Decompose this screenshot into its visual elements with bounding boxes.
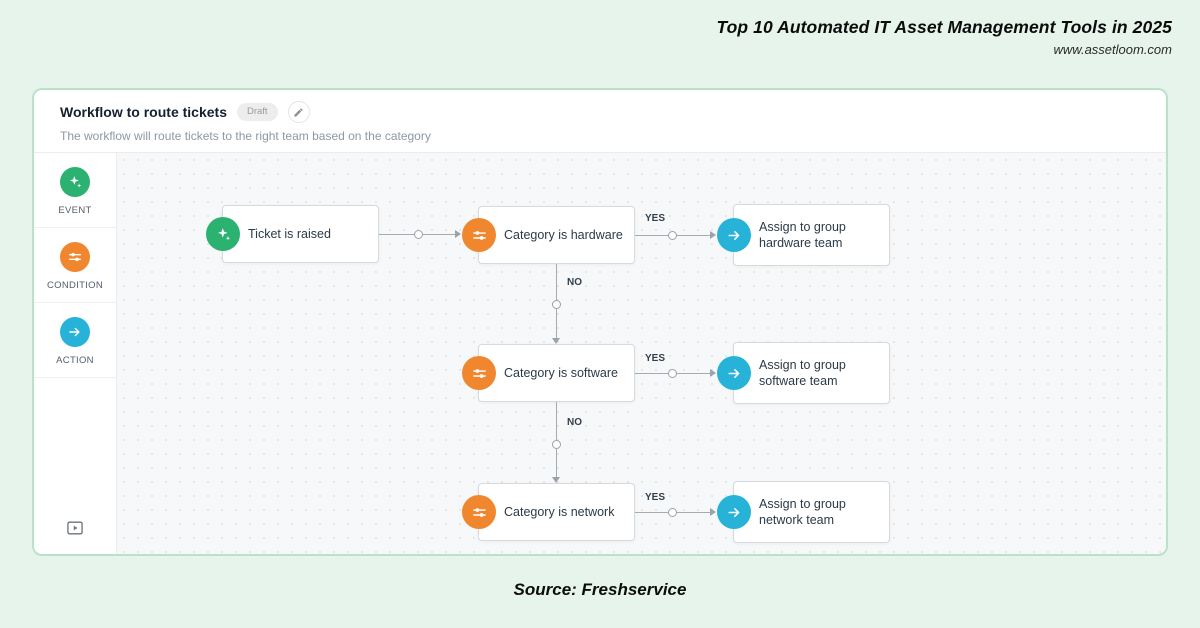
arrowhead-icon — [455, 230, 461, 238]
edge-label-yes: YES — [645, 492, 666, 503]
workflow-panel: Workflow to route tickets Draft The work… — [32, 88, 1168, 556]
connector-add-step-dot[interactable] — [552, 300, 561, 309]
arrow-right-icon — [717, 356, 751, 390]
pencil-icon — [293, 107, 304, 118]
edge-label-no: NO — [567, 417, 582, 428]
edit-button[interactable] — [287, 101, 310, 123]
node-label: Ticket is raised — [248, 226, 331, 241]
play-panel-icon — [65, 518, 85, 538]
arrowhead-icon — [552, 477, 560, 483]
workflow-node-action-hardware[interactable]: Assign to group hardware team — [717, 204, 890, 266]
sidebar-item-action[interactable]: ACTION — [34, 303, 116, 378]
source-credit: Source: Freshservice — [513, 580, 687, 599]
arrowhead-icon — [710, 231, 716, 239]
sidebar-item-label: EVENT — [58, 205, 92, 216]
edge-label-yes: YES — [645, 353, 666, 364]
sliders-icon — [462, 356, 496, 390]
connector-add-step-dot[interactable] — [668, 508, 677, 517]
arrow-right-icon — [60, 317, 90, 347]
node-label: Category is hardware — [504, 227, 623, 242]
workflow-canvas[interactable]: Ticket is raised Category is hardware — [117, 153, 1166, 554]
connector-add-step-dot[interactable] — [668, 369, 677, 378]
arrow-right-icon — [717, 218, 751, 252]
connector-add-step-dot[interactable] — [552, 440, 561, 449]
sidebar-item-label: CONDITION — [46, 280, 103, 291]
sliders-icon — [462, 495, 496, 529]
sidebar-item-condition[interactable]: CONDITION — [34, 228, 116, 303]
node-label: Assign to group network team — [759, 496, 846, 527]
connector-line — [556, 402, 557, 477]
arrowhead-icon — [710, 369, 716, 377]
workflow-node-action-network[interactable]: Assign to group network team — [717, 481, 890, 543]
page-header: Top 10 Automated IT Asset Management Too… — [716, 17, 1172, 57]
connector-add-step-dot[interactable] — [414, 230, 423, 239]
sliders-icon — [60, 242, 90, 272]
connector-add-step-dot[interactable] — [668, 231, 677, 240]
edge-label-yes: YES — [645, 213, 666, 224]
workflow-node-condition-hardware[interactable]: Category is hardware — [462, 206, 635, 264]
website-url: www.assetloom.com — [1053, 42, 1172, 57]
node-label: Assign to group hardware team — [759, 219, 846, 250]
toolbox-sidebar: EVENT CONDITION — [34, 153, 117, 554]
node-label: Category is software — [504, 365, 618, 380]
sidebar-item-event[interactable]: EVENT — [34, 153, 116, 228]
workflow-node-condition-software[interactable]: Category is software — [462, 344, 635, 402]
workflow-node-event[interactable]: Ticket is raised — [206, 205, 379, 263]
arrow-right-icon — [717, 495, 751, 529]
page-title: Top 10 Automated IT Asset Management Too… — [716, 17, 1172, 37]
arrowhead-icon — [710, 508, 716, 516]
node-label: Category is network — [504, 504, 615, 519]
workflow-header: Workflow to route tickets Draft The work… — [34, 90, 1166, 152]
workflow-node-action-software[interactable]: Assign to group software team — [717, 342, 890, 404]
workflow-node-condition-network[interactable]: Category is network — [462, 483, 635, 541]
sparkle-icon — [206, 217, 240, 251]
edge-label-no: NO — [567, 277, 582, 288]
sliders-icon — [462, 218, 496, 252]
preview-button[interactable] — [34, 518, 116, 554]
node-label: Assign to group software team — [759, 357, 846, 388]
arrowhead-icon — [552, 338, 560, 344]
status-badge: Draft — [236, 103, 278, 121]
sparkle-icon — [60, 167, 90, 197]
sidebar-item-label: ACTION — [56, 355, 94, 366]
workflow-subtitle: The workflow will route tickets to the r… — [60, 129, 431, 143]
workflow-title: Workflow to route tickets — [60, 104, 227, 120]
